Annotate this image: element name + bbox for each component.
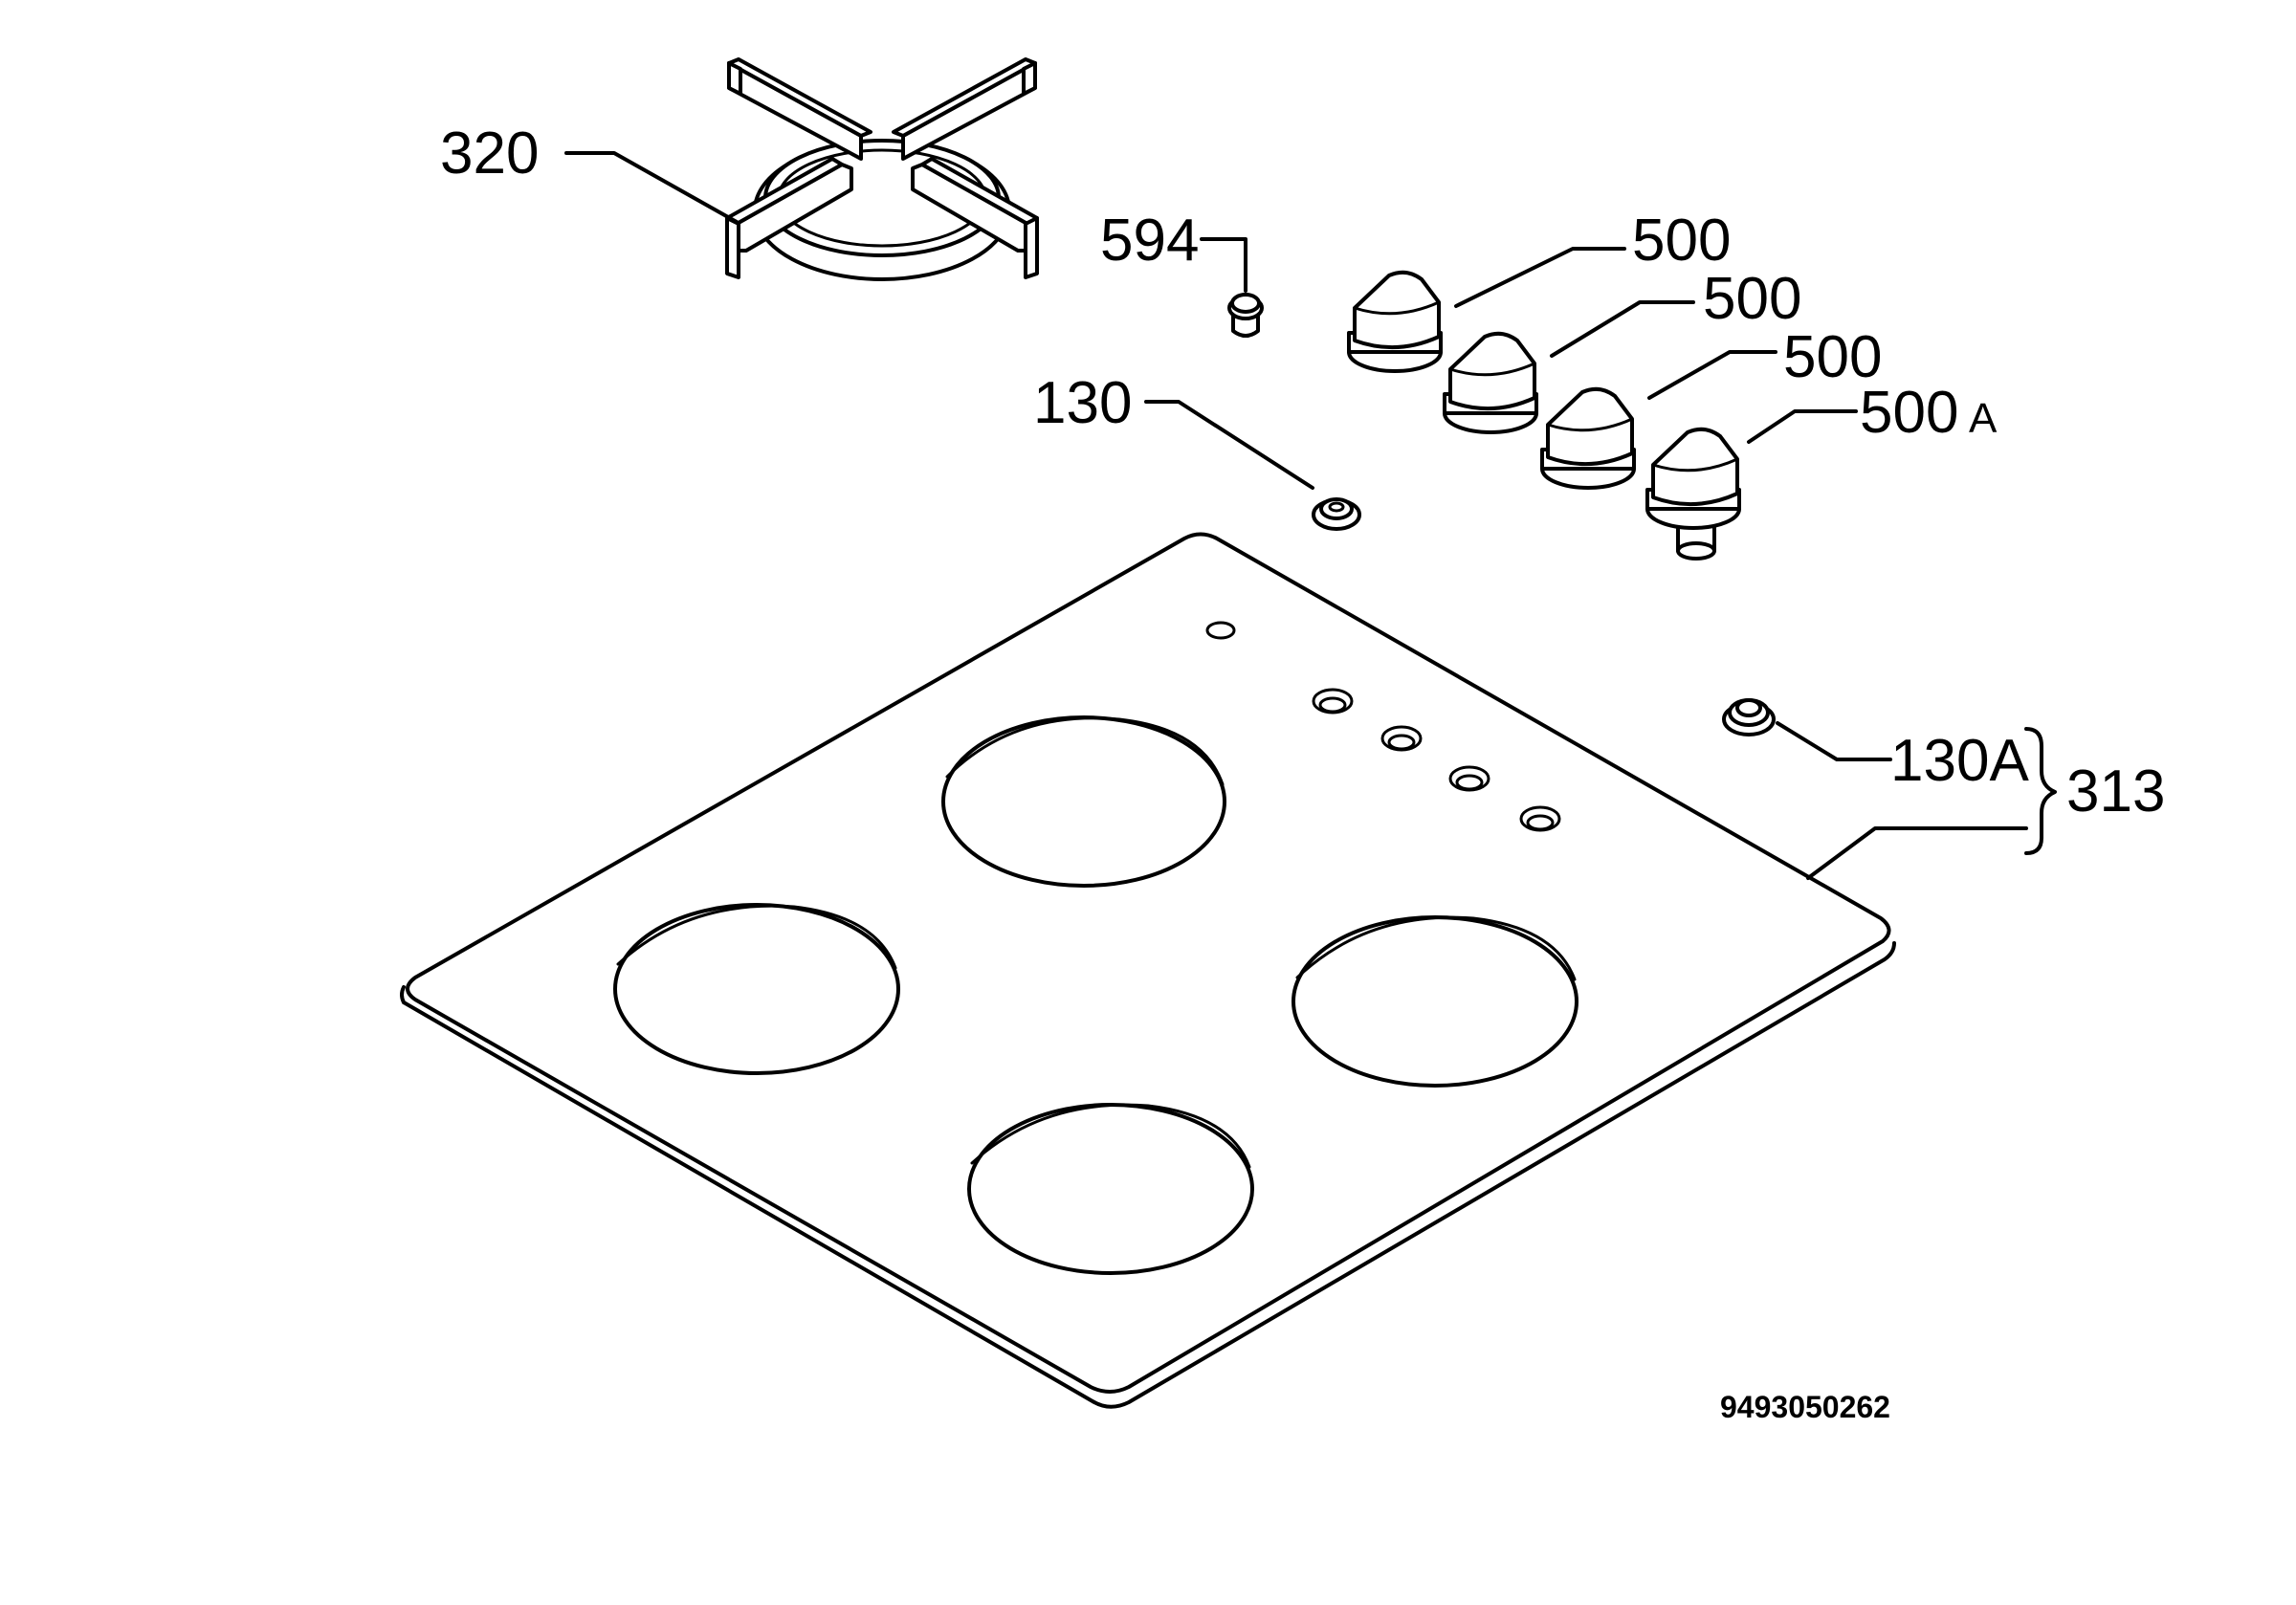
label-594: 594 (1100, 208, 1199, 274)
control-knob-2 (1443, 331, 1538, 434)
label-500-3: 500 (1783, 324, 1882, 390)
label-130a: 130A (1890, 728, 2029, 794)
control-knob-3 (1540, 386, 1636, 490)
pan-support-grate (725, 57, 1039, 281)
seal-130a (1722, 698, 1776, 737)
label-320: 320 (440, 121, 539, 187)
ignition-hole (1205, 621, 1236, 640)
label-500-1: 500 (1632, 208, 1731, 274)
burner-opening-front (967, 1103, 1254, 1275)
plug-594 (1227, 293, 1264, 338)
label-313: 313 (2066, 759, 2165, 824)
burner-opening-left (613, 903, 900, 1075)
label-130: 130 (1033, 370, 1132, 436)
label-500a-suffix: A (1969, 395, 1998, 442)
control-knob-1 (1347, 270, 1443, 373)
label-500a: 500 (1860, 380, 1958, 446)
group-brace (2024, 727, 2057, 855)
label-500-2: 500 (1703, 266, 1801, 332)
control-knob-4 (1645, 427, 1741, 561)
leader-lines (564, 151, 2028, 880)
hob-plate (400, 532, 1896, 1409)
burner-opening-right (1292, 915, 1578, 1088)
burner-opening-rear (941, 715, 1226, 888)
drawing-code: 9493050262 (1720, 1390, 1890, 1424)
knob-holes (1312, 688, 1561, 832)
cap-130 (1312, 497, 1361, 531)
